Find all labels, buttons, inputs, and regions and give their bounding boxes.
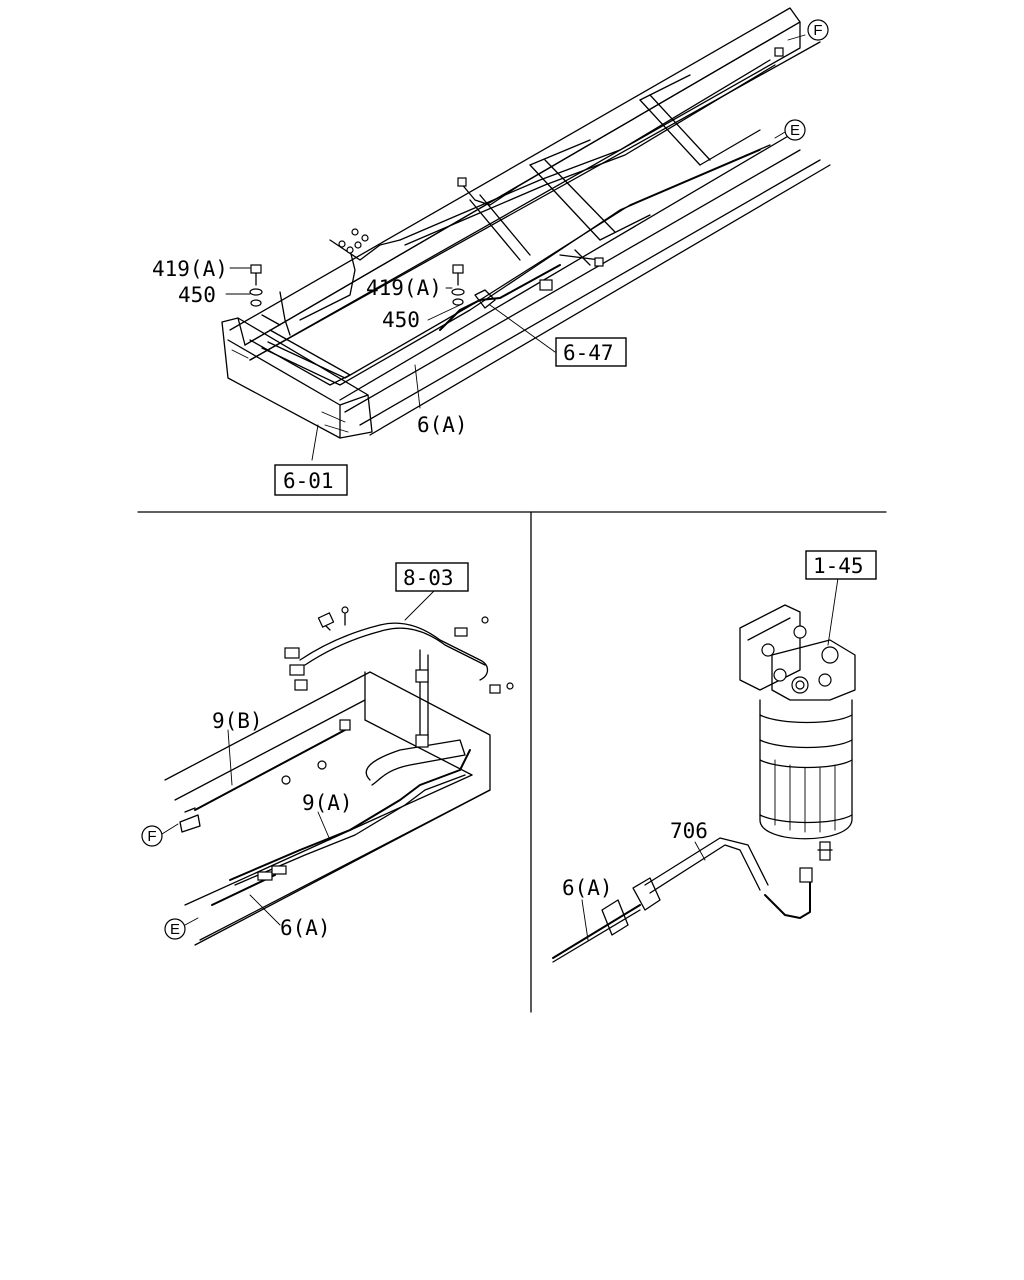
ref-text-6-47: 6-47 bbox=[563, 341, 614, 365]
engine-harness-drawing bbox=[164, 606, 514, 946]
ref-box-6-01[interactable]: 6-01 bbox=[274, 464, 348, 496]
label-419a-top: 419(A) bbox=[152, 257, 228, 281]
leader-lines-bottom-left bbox=[161, 589, 436, 926]
label-6a-top: 6(A) bbox=[417, 413, 468, 437]
ref-box-1-45[interactable]: 1-45 bbox=[805, 550, 877, 580]
marker-e-bottom: E bbox=[164, 918, 186, 940]
svg-text:F: F bbox=[147, 828, 156, 845]
svg-text:E: E bbox=[790, 122, 800, 139]
svg-text:E: E bbox=[170, 921, 180, 938]
ref-text-6-01: 6-01 bbox=[283, 469, 334, 493]
marker-e-top: E bbox=[784, 119, 806, 141]
label-450-top: 450 bbox=[178, 283, 216, 307]
label-419a-mid: 419(A) bbox=[366, 276, 442, 300]
ref-box-8-03[interactable]: 8-03 bbox=[395, 562, 469, 592]
label-9a: 9(A) bbox=[302, 791, 353, 815]
label-6a-right: 6(A) bbox=[562, 876, 613, 900]
marker-f-bottom: F bbox=[141, 825, 163, 847]
ref-text-1-45: 1-45 bbox=[813, 554, 864, 578]
leader-lines-bottom-right bbox=[581, 577, 839, 941]
svg-text:F: F bbox=[813, 22, 822, 39]
label-706: 706 bbox=[670, 819, 708, 843]
ref-box-6-47[interactable]: 6-47 bbox=[555, 337, 627, 367]
chassis-frame-drawing bbox=[221, 7, 831, 439]
marker-f-top: F bbox=[807, 19, 829, 41]
ref-text-8-03: 8-03 bbox=[403, 566, 454, 590]
label-450-mid: 450 bbox=[382, 308, 420, 332]
label-6a-bottom-left: 6(A) bbox=[280, 916, 331, 940]
leader-lines-top bbox=[225, 34, 806, 461]
label-9b: 9(B) bbox=[212, 709, 263, 733]
fuel-filter-drawing bbox=[552, 604, 856, 963]
